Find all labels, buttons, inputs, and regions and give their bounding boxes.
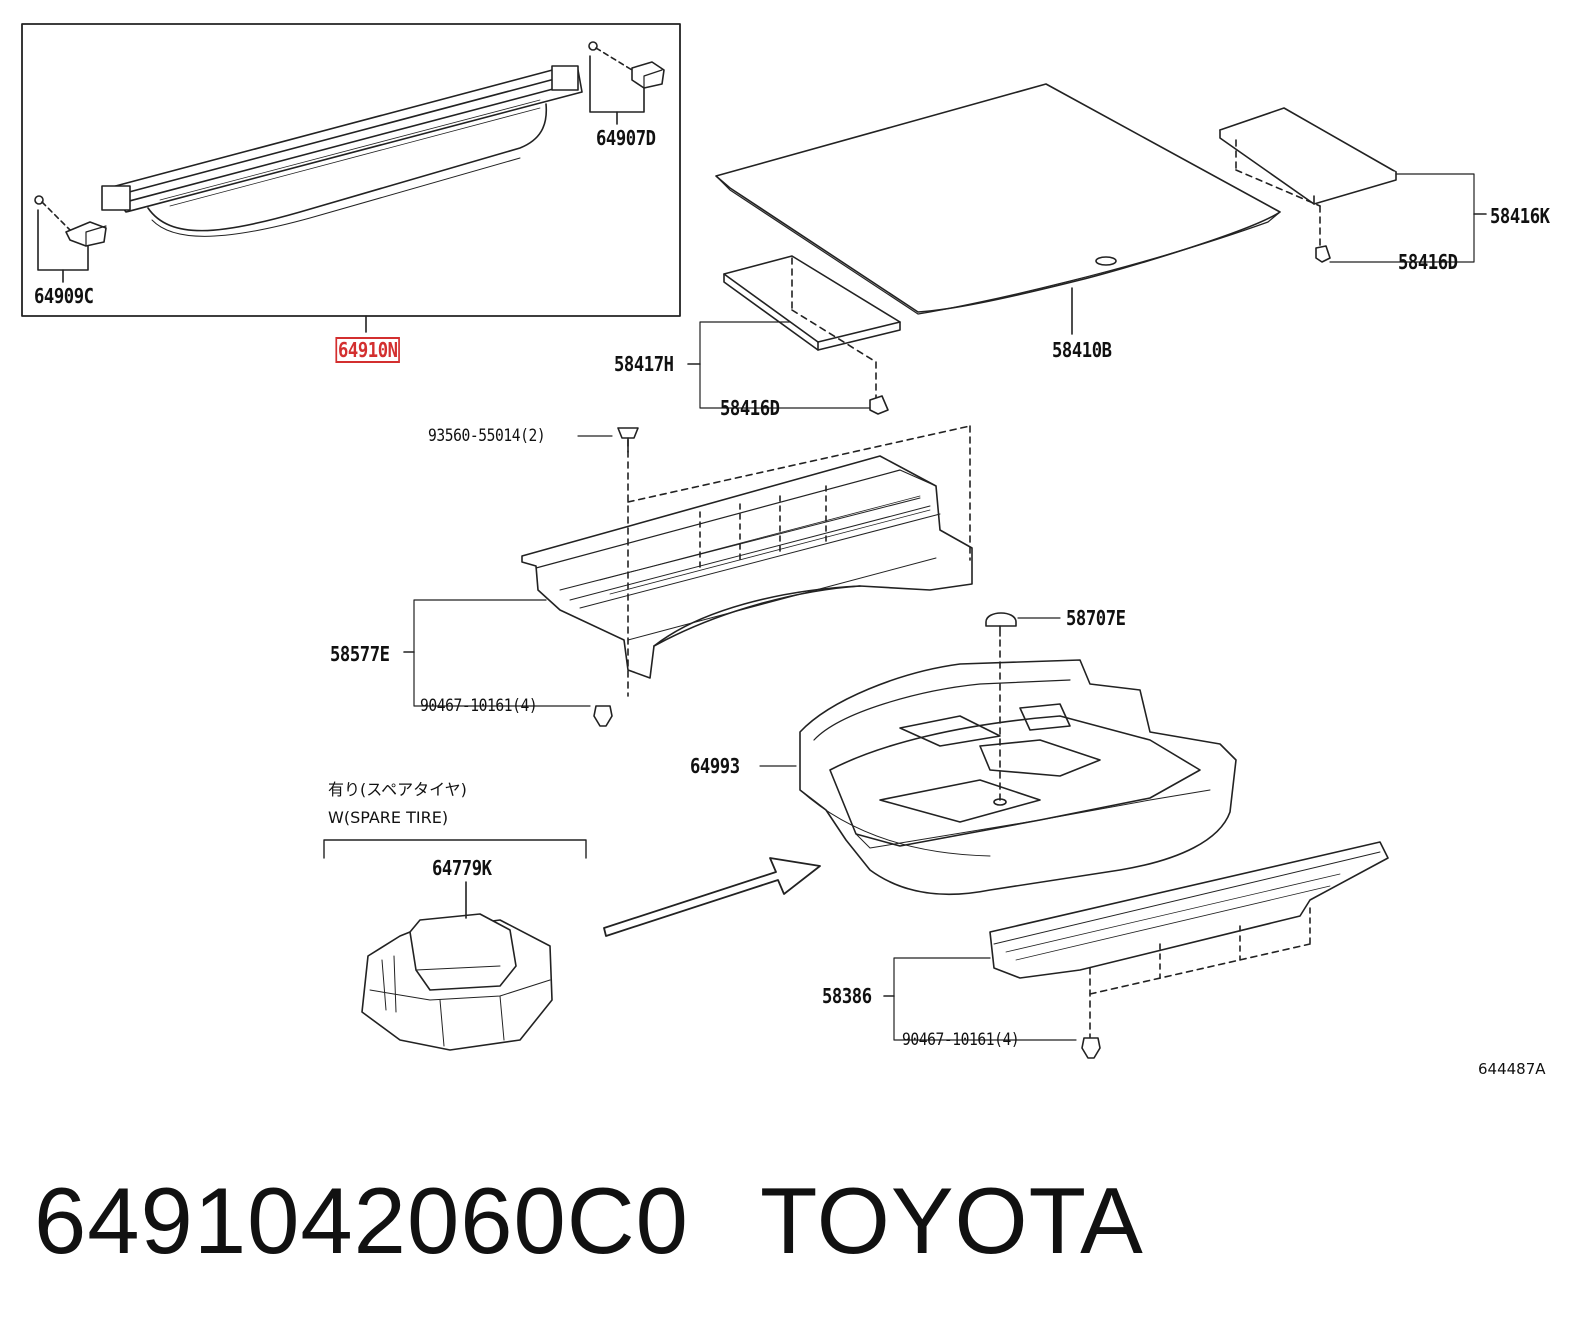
part-label-64907d[interactable]: 64907D [596,126,656,150]
diagram-id: 644487A [1478,1060,1546,1078]
spare-tire-tray-64993 [759,612,1237,895]
part-label-58410b[interactable]: 58410B [1052,338,1112,362]
tonneau-cover-assembly [101,65,583,237]
spare-tire-note-jp: 有り(スペアタイヤ) [328,780,467,799]
floor-panel-58577e [403,425,973,727]
part-label-58417h[interactable]: 58417H [614,352,674,376]
side-board-58417h [687,255,901,415]
part-label-93560-55014[interactable]: 93560-55014(2) [428,426,546,446]
part-label-64779k[interactable]: 64779K [432,856,492,880]
spare-tire-filler-64779k [361,881,553,1051]
bracket-64907d [588,41,665,125]
part-label-90467-10161-b[interactable]: 90467-10161(4) [902,1030,1020,1050]
deck-board-58410b [715,83,1281,335]
part-label-58386[interactable]: 58386 [822,984,872,1008]
part-label-58416k[interactable]: 58416K [1490,204,1550,228]
part-label-90467-10161-a[interactable]: 90467-10161(4) [420,696,538,716]
direction-arrow [603,857,821,937]
part-number-title: 6491042060C0 [34,1168,689,1273]
tonneau-cover-group-box [21,23,681,317]
part-label-58707e[interactable]: 58707E [1066,606,1126,630]
part-label-58416d-right[interactable]: 58416D [1398,250,1458,274]
spare-tire-note-en: W(SPARE TIRE) [328,808,449,827]
part-label-58577e[interactable]: 58577E [330,642,390,666]
part-label-58416d-mid[interactable]: 58416D [720,396,780,420]
spare-tire-bracket-line [323,839,587,859]
brand-name: TOYOTA [760,1168,1144,1273]
part-label-64910n[interactable]: 64910N [335,337,401,363]
bracket-64909c [34,195,107,283]
step-plate-58386 [883,841,1389,1059]
side-board-58416k [1219,107,1487,263]
part-label-64993[interactable]: 64993 [690,754,740,778]
part-label-64909c[interactable]: 64909C [34,284,94,308]
